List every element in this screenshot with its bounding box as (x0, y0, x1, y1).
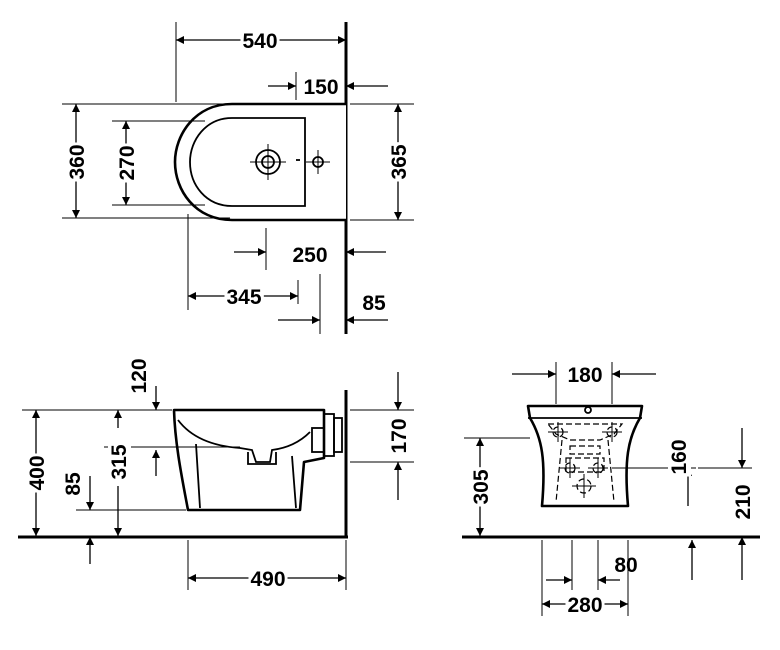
side-bowl-inner (177, 419, 311, 463)
dim-85-top-label: 85 (362, 292, 386, 315)
dim-540: 540 (175, 22, 346, 102)
top-fixing-hole (306, 150, 330, 174)
side-waste-outlet (247, 452, 277, 465)
dim-250-label: 250 (292, 244, 327, 267)
dim-180-label: 180 (567, 364, 602, 387)
dim-150-label: 150 (303, 76, 338, 99)
dim-150: 150 (268, 72, 388, 100)
dim-280-label: 280 (567, 594, 602, 617)
front-bidet-outline (526, 404, 644, 508)
side-bidet-body (172, 408, 326, 512)
dim-400: 400 (22, 409, 172, 536)
dim-360: 360 (62, 103, 230, 219)
dim-365-label: 365 (388, 144, 411, 179)
dim-345-label: 345 (226, 286, 261, 309)
dim-160-label: 160 (668, 439, 691, 474)
dim-315-label: 315 (108, 444, 131, 479)
dim-490: 490 (187, 540, 347, 591)
dim-280: 280 (541, 540, 629, 617)
dim-180: 180 (512, 362, 656, 404)
side-rear-leg (291, 455, 297, 509)
side-front-leg (195, 443, 201, 509)
dim-170: 170 (350, 372, 414, 500)
front-view: 180 160 305 210 80 (462, 362, 760, 617)
dim-345: 345 (187, 214, 299, 310)
dim-305-label: 305 (470, 469, 493, 504)
dim-365: 365 (350, 103, 414, 221)
dim-120: 120 (128, 356, 160, 410)
front-tap-hole (584, 406, 592, 414)
dim-85-side-label: 85 (62, 472, 85, 496)
side-view: 120 170 400 315 85 (18, 356, 414, 591)
dim-490-label: 490 (250, 568, 285, 591)
dim-210: 210 (698, 428, 755, 580)
front-fixing-holes (548, 422, 622, 498)
dim-400-label: 400 (26, 455, 49, 490)
top-bowl-outline (189, 117, 306, 207)
dim-540-label: 540 (242, 30, 277, 53)
dim-250: 250 (234, 228, 386, 270)
dim-170-label: 170 (388, 418, 411, 453)
dim-80-label: 80 (614, 554, 637, 577)
dim-160: 160 (612, 437, 696, 580)
dim-85-top: 85 (278, 274, 388, 334)
front-hidden-bowl (546, 423, 624, 441)
dim-360-label: 360 (66, 144, 89, 179)
dim-80: 80 (546, 540, 640, 590)
dim-270-label: 270 (116, 145, 139, 180)
side-wall-bracket (323, 413, 335, 457)
top-tap-hole (250, 144, 286, 180)
dim-315: 315 (104, 410, 240, 536)
top-view: 540 150 360 270 365 (62, 22, 414, 334)
dim-85-side: 85 (62, 450, 186, 564)
dim-305: 305 (464, 437, 530, 536)
dim-120-label: 120 (128, 358, 151, 393)
dim-210-label: 210 (732, 484, 755, 519)
dim-270: 270 (112, 120, 205, 206)
